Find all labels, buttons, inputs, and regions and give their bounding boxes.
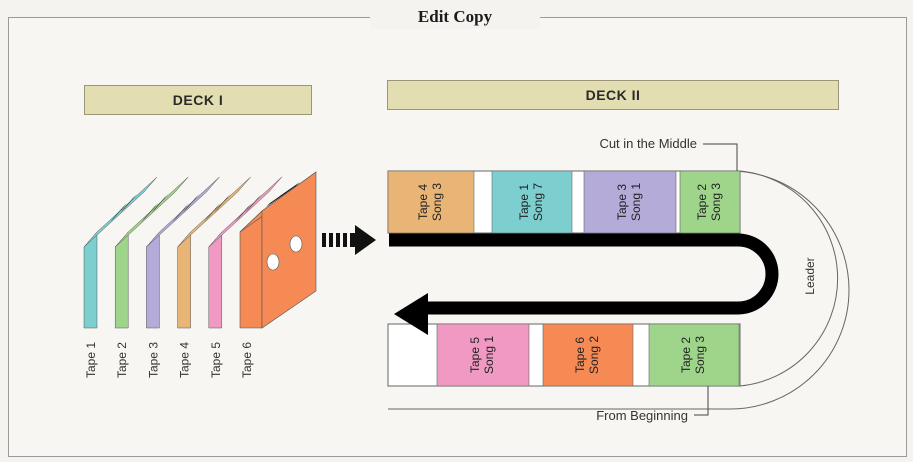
segment-song-label: Song 3 <box>709 183 723 221</box>
segment-song-label: Song 2 <box>587 336 601 374</box>
segment-song-label: Song 1 <box>629 183 643 221</box>
deck-one-tape-label: Tape 6 <box>240 342 254 378</box>
segment-tape-label: Tape 3 <box>615 184 629 220</box>
segment-song-label: Song 3 <box>693 336 707 374</box>
transfer-arrow <box>322 225 376 255</box>
deck-one-tape-label: Tape 2 <box>115 342 129 378</box>
deck-one-tape-label: Tape 1 <box>84 342 98 378</box>
from-callout-line <box>694 386 709 416</box>
deck-one-cassette: Tape 5 <box>208 176 282 378</box>
diagram-title: Edit Copy <box>370 5 540 29</box>
segment-tape-label: Tape 2 <box>679 337 693 373</box>
cut-callout-line <box>703 143 738 171</box>
arrowhead-icon <box>394 293 428 335</box>
deck-one-tape-label: Tape 3 <box>146 342 160 378</box>
segment-song-label: Song 3 <box>430 183 444 221</box>
segment-tape-label: Tape 4 <box>416 184 430 220</box>
deck-one-tape-label: Tape 5 <box>209 342 223 378</box>
segment-song-label: Song 1 <box>482 336 496 374</box>
segment-tape-label: Tape 1 <box>517 184 531 220</box>
deck-one-cassette: Tape 1 <box>83 176 158 378</box>
from-beginning-label: From Beginning <box>596 408 688 423</box>
deck-one-tape-label: Tape 4 <box>178 342 192 378</box>
deck-one-cassette: Tape 3 <box>146 176 220 378</box>
cut-in-middle-label: Cut in the Middle <box>599 136 697 151</box>
reel-hole-icon <box>266 253 280 271</box>
segment-tape-label: Tape 5 <box>468 337 482 373</box>
leader-label: Leader <box>803 257 817 294</box>
deck-two-header: DECK II <box>387 80 839 110</box>
deck-one-header: DECK I <box>84 85 312 115</box>
deck-one-tapes: Tape 1 Tape 2 Tape 3 Tape 4 Tape 5 Tape 6 <box>83 171 317 378</box>
segment-tape-label: Tape 6 <box>573 337 587 373</box>
tape-direction-arrow <box>389 233 779 315</box>
segment-song-label: Song 7 <box>531 183 545 221</box>
deck-one-cassette-front: Tape 6 <box>239 171 317 378</box>
segment-tape-label: Tape 2 <box>695 184 709 220</box>
deck-one-cassette: Tape 4 <box>177 176 251 378</box>
reel-hole-icon <box>289 235 303 253</box>
deck-one-cassette: Tape 2 <box>114 176 189 378</box>
